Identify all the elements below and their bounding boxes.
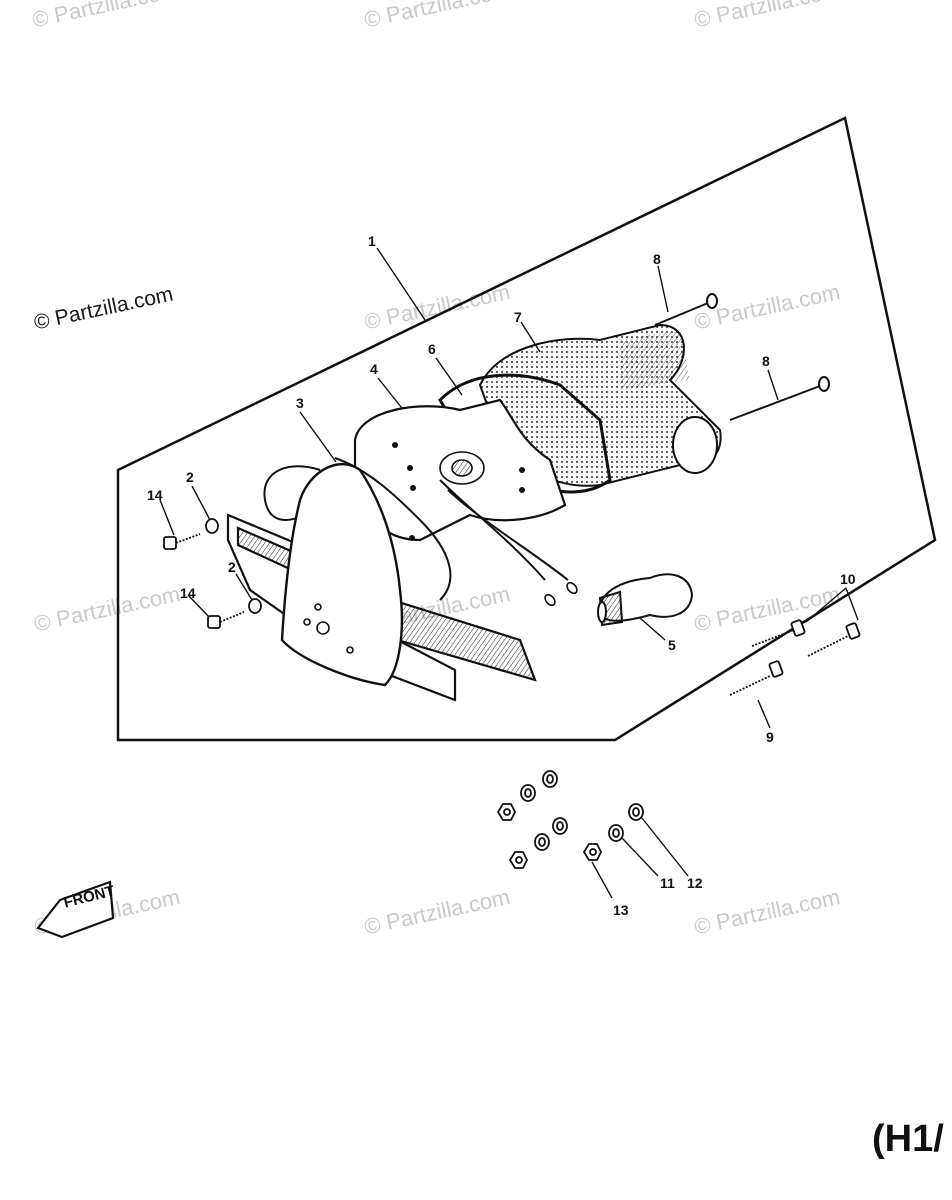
callout-6: 6 [428,341,436,357]
bolt-9 [729,660,784,696]
long-screw-lower [729,376,830,421]
screw-14-lower [207,611,245,629]
wire-terminals [544,581,578,607]
washer-2-lower [248,598,262,614]
nuts-and-washers [496,770,644,869]
callout-3: 3 [296,395,304,411]
long-screw-upper [654,293,718,326]
housing-holes [303,603,354,654]
callout-5: 5 [668,637,676,653]
callout-1: 1 [368,233,376,249]
callout-12: 12 [687,875,703,891]
plate-holes [392,442,525,541]
diagram-code: (H1/ [872,1118,944,1160]
callout-4: 4 [370,361,378,377]
callout-9: 9 [766,729,774,745]
callout-14-upper: 14 [147,487,163,503]
bulb [597,573,694,627]
bolt-10-b [807,622,861,657]
assembly-boundary [116,116,937,742]
callout-7: 7 [514,309,522,325]
bulb-socket [439,451,485,485]
callout-2-lower: 2 [228,559,236,575]
callout-8-upper: 8 [653,251,661,267]
leader-lines [159,247,859,899]
lamp-housing [280,462,404,687]
callout-13: 13 [613,902,629,918]
callout-2-upper: 2 [186,469,194,485]
callout-14-lower: 14 [180,585,196,601]
screw-14-upper [163,533,201,550]
bolt-10-a [751,619,806,647]
left-arrow-icon [36,880,115,939]
callout-8-lower: 8 [762,353,770,369]
washer-2-upper [205,518,219,534]
callout-11: 11 [660,875,675,891]
tail-lens [478,323,722,487]
callout-10: 10 [840,571,856,587]
